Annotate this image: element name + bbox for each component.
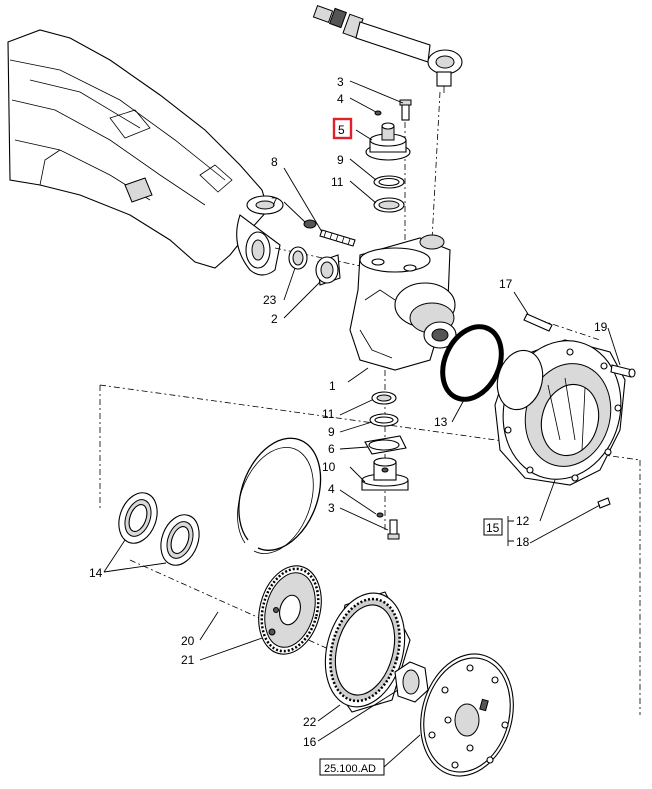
ring-gear	[324, 591, 411, 713]
callout-20: 20	[181, 634, 195, 648]
callout-labels: 3 4 5 9 11 8 7 23 2 1 11 9 6 10 4 3 13 1…	[89, 75, 608, 776]
callout-13: 13	[434, 415, 448, 429]
callout-4-bottom: 4	[328, 482, 335, 496]
callout-11-bottom: 11	[322, 407, 335, 421]
leader-lines	[103, 80, 621, 768]
callout-14: 14	[89, 566, 103, 580]
callout-4-top: 4	[337, 92, 344, 106]
callout-15-box	[483, 518, 503, 536]
hub-carrier	[494, 313, 636, 509]
callout-19: 19	[594, 320, 608, 334]
callout-10: 10	[322, 460, 336, 474]
callout-5-highlight[interactable]	[332, 117, 353, 140]
callout-2: 2	[271, 312, 278, 326]
callout-15: 15	[486, 521, 500, 535]
planetary-cover	[420, 653, 514, 777]
snap-ring	[237, 437, 322, 554]
callout-23: 23	[263, 293, 277, 307]
steering-knuckle	[347, 234, 457, 383]
callout-1: 1	[329, 379, 336, 393]
grease-fitting-bushing	[288, 219, 356, 286]
callout-3-top: 3	[337, 75, 344, 89]
callout-5[interactable]: 5	[338, 123, 345, 137]
callout-22: 22	[303, 715, 317, 729]
taper-bearings	[118, 492, 200, 566]
callout-9-top: 9	[337, 153, 344, 167]
hex-nut	[394, 661, 429, 703]
callout-12: 12	[516, 514, 530, 528]
tie-rod	[312, 4, 463, 93]
callout-17: 17	[499, 277, 513, 291]
reference-label-box	[319, 758, 385, 776]
top-kingpin-stack	[365, 99, 412, 213]
callout-21: 21	[181, 653, 195, 667]
callout-11-top: 11	[331, 175, 344, 189]
callout-6: 6	[328, 442, 335, 456]
callout-16: 16	[303, 735, 317, 749]
callout-3-bottom: 3	[328, 501, 335, 515]
bottom-kingpin-stack	[361, 391, 409, 540]
callout-7: 7	[271, 195, 278, 209]
callout-9-bottom: 9	[328, 425, 335, 439]
reference-label[interactable]: 25.100.AD	[324, 763, 376, 775]
callout-8: 8	[271, 155, 278, 169]
o-ring	[440, 324, 504, 402]
planet-gear-carrier	[258, 565, 322, 655]
axle-housing	[7, 29, 284, 276]
callout-18: 18	[516, 535, 530, 549]
